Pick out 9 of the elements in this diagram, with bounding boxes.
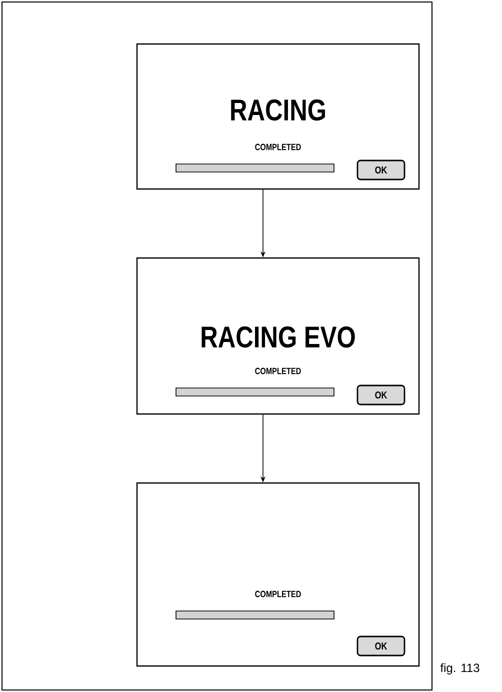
ok-button: OK <box>356 384 406 406</box>
figure-number: fig. 113 <box>440 663 480 674</box>
ok-button: OK <box>356 636 406 656</box>
status-text: COMPLETED <box>255 590 301 598</box>
mode-title: RACING <box>231 99 325 121</box>
status-text: COMPLETED <box>255 144 301 150</box>
ok-button: OK <box>356 160 406 180</box>
mode-title: RACING EVO <box>202 326 355 348</box>
status-text: COMPLETED <box>255 368 301 374</box>
